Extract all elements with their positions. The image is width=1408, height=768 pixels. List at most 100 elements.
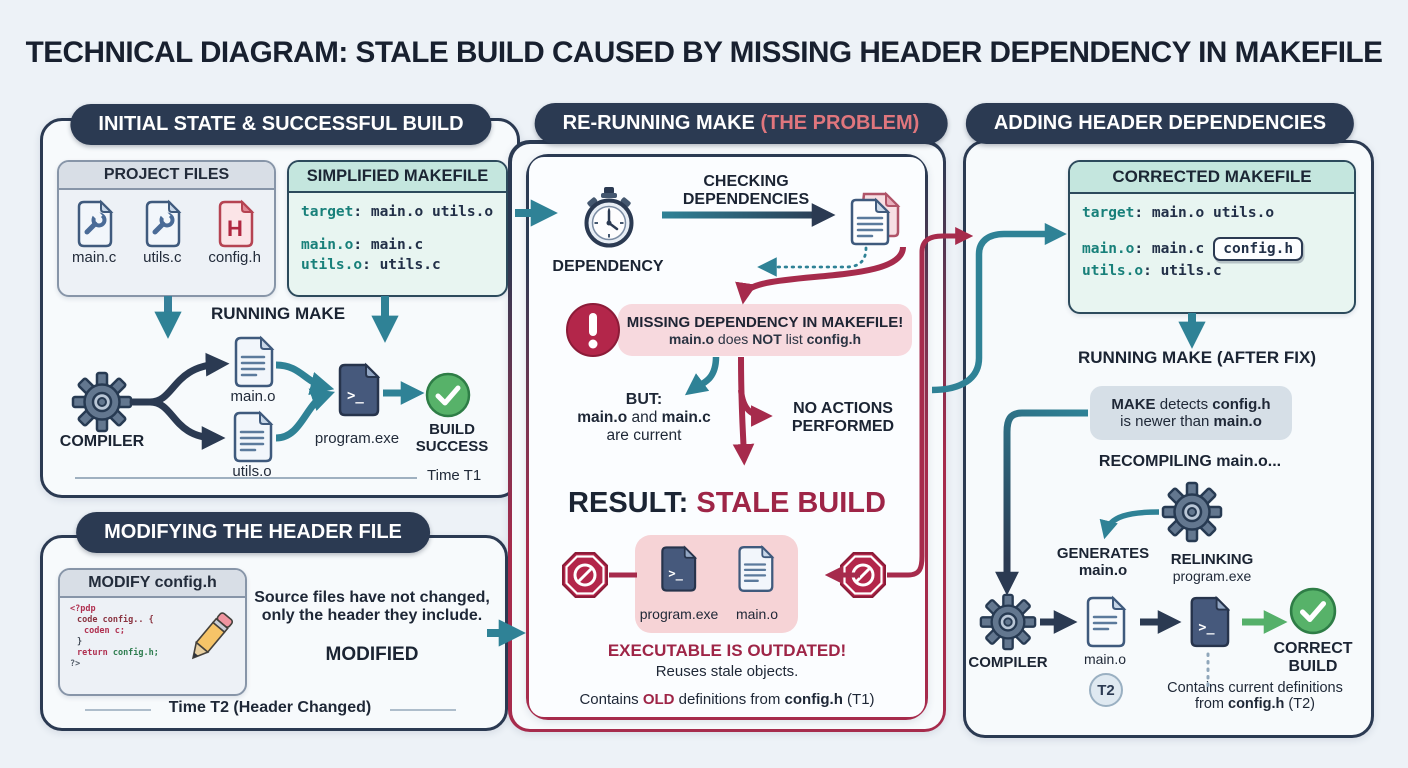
stale-main-o-label: main.o [735, 606, 779, 622]
config-h-chip: config.h [1213, 237, 1304, 261]
running-make-label: RUNNING MAKE [210, 304, 346, 323]
modify-config-title: MODIFY config.h [60, 570, 245, 598]
panel-modify-header: MODIFYING THE HEADER FILE [76, 512, 430, 553]
object-file-icon [738, 544, 775, 592]
corrected-makefile-box: CORRECTED MAKEFILE target: main.o utils.… [1068, 160, 1356, 314]
file-label: main.c [72, 249, 117, 266]
modified-label: MODIFIED [325, 644, 419, 665]
reuses-label: Reuses stale objects. [655, 663, 799, 680]
main-o-icon [231, 335, 275, 389]
new-main-o-label: main.o [1083, 651, 1127, 667]
object-file-icon [234, 335, 275, 388]
svg-text:H: H [227, 216, 243, 241]
stop-sign-icon [840, 552, 886, 598]
main-o-label: main.o [230, 388, 276, 405]
stale-program-label: program.exe [639, 606, 719, 622]
time-t1-divider [75, 477, 417, 479]
gear-icon [979, 593, 1037, 651]
stop-sign-icon [562, 552, 608, 598]
source-file-icon [146, 199, 182, 248]
program-exe-icon-initial: >_ [334, 361, 380, 419]
makefile-line: target: main.o utils.o [1082, 205, 1275, 221]
file-config-h: H config.h [208, 199, 261, 266]
makefile-line: main.o: main.c [301, 237, 424, 253]
build-success-icon [425, 372, 471, 418]
code-line: return config.h; [77, 648, 159, 658]
exclamation-icon [565, 302, 621, 358]
makefile-line: utils.o: utils.c [1082, 263, 1222, 279]
modify-config-box: MODIFY config.h <?pdp code config.. { co… [58, 568, 247, 696]
simplified-makefile-box: SIMPLIFIED MAKEFILE target: main.o utils… [287, 160, 508, 297]
compiler-icon-fix [979, 593, 1037, 651]
stop-sign-left [561, 551, 609, 599]
file-main-c: main.c [72, 199, 116, 266]
program-exe-label: program.exe [314, 430, 400, 447]
code-line: ?> [70, 659, 81, 669]
stale-main-o-icon [735, 544, 775, 594]
new-main-o-icon [1083, 595, 1127, 649]
outdated-label: EXECUTABLE IS OUTDATED! [607, 641, 847, 660]
documents-icon [848, 190, 902, 248]
check-circle-icon [425, 372, 471, 418]
utils-o-icon [230, 410, 274, 464]
relinked-program-icon: >_ [1186, 594, 1230, 650]
modify-note: Source files have not changed,only the h… [254, 589, 490, 624]
makefile-line: utils.o: utils.c [301, 257, 441, 273]
dependency-label: DEPENDENCY [552, 258, 664, 275]
panel-initial-header: INITIAL STATE & SUCCESSFUL BUILD [70, 104, 492, 145]
code-line: } [77, 637, 83, 647]
file-label: utils.c [143, 249, 182, 266]
project-files-title: PROJECT FILES [59, 162, 274, 190]
compiler-label: COMPILER [59, 433, 145, 450]
utils-o-label: utils.o [232, 463, 272, 480]
code-line: code config.. { [77, 615, 154, 625]
pencil-icon [181, 608, 239, 670]
recompiling-label: RECOMPILING main.o... [1098, 453, 1282, 470]
problem-highlight: (THE PROBLEM) [760, 112, 920, 134]
running-make-after-fix-label: RUNNING MAKE (AFTER FIX) [1078, 348, 1316, 367]
svg-text:>_: >_ [1198, 621, 1215, 636]
page-title: TECHNICAL DIAGRAM: STALE BUILD CAUSED BY… [25, 36, 1383, 69]
check-circle-icon [1289, 587, 1337, 635]
banner-line1: MISSING DEPENDENCY IN MAKEFILE! [626, 313, 904, 331]
but-note: BUT: main.o and main.c are current [577, 391, 711, 444]
code-line: <?pdp [70, 604, 96, 614]
stopwatch-icon [584, 187, 634, 248]
correct-build-icon [1289, 587, 1337, 635]
banner-line2: main.o does NOT list config.h [668, 330, 862, 347]
dependency-stopwatch [579, 186, 639, 248]
svg-text:>_: >_ [347, 388, 364, 404]
recompile-gear [1161, 481, 1223, 543]
object-file-icon [233, 410, 274, 463]
result-title: RESULT: STALE BUILD [568, 487, 886, 519]
time-t1-label: Time T1 [427, 467, 482, 484]
makefile-line: target: main.o utils.o [301, 204, 494, 220]
code-line: coden c; [84, 626, 125, 636]
missing-dependency-banner: MISSING DEPENDENCY IN MAKEFILE! main.o d… [618, 304, 912, 356]
time-t2-divider-left [85, 709, 151, 711]
source-file-icon [77, 199, 114, 248]
gear-icon [1161, 481, 1223, 543]
file-utils-c: utils.c [142, 199, 182, 266]
header-file-icon: H [218, 199, 255, 248]
time-t2-divider-right [390, 709, 456, 711]
compiler-icon-initial [71, 371, 133, 433]
time-t2-label: Time T2 (Header Changed) [168, 699, 372, 716]
panel-fix-header: ADDING HEADER DEPENDENCIES [965, 103, 1355, 144]
simplified-makefile-title: SIMPLIFIED MAKEFILE [289, 162, 506, 193]
contains-old-label: Contains OLD definitions from config.h (… [579, 691, 875, 708]
project-files-box: PROJECT FILES main.c utils.c [57, 160, 276, 297]
stop-sign-right [839, 551, 887, 599]
stale-program-icon: >_ [657, 544, 697, 594]
file-label: config.h [208, 249, 261, 266]
executable-file-icon: >_ [338, 362, 380, 417]
t2-badge: T2 [1089, 673, 1123, 707]
